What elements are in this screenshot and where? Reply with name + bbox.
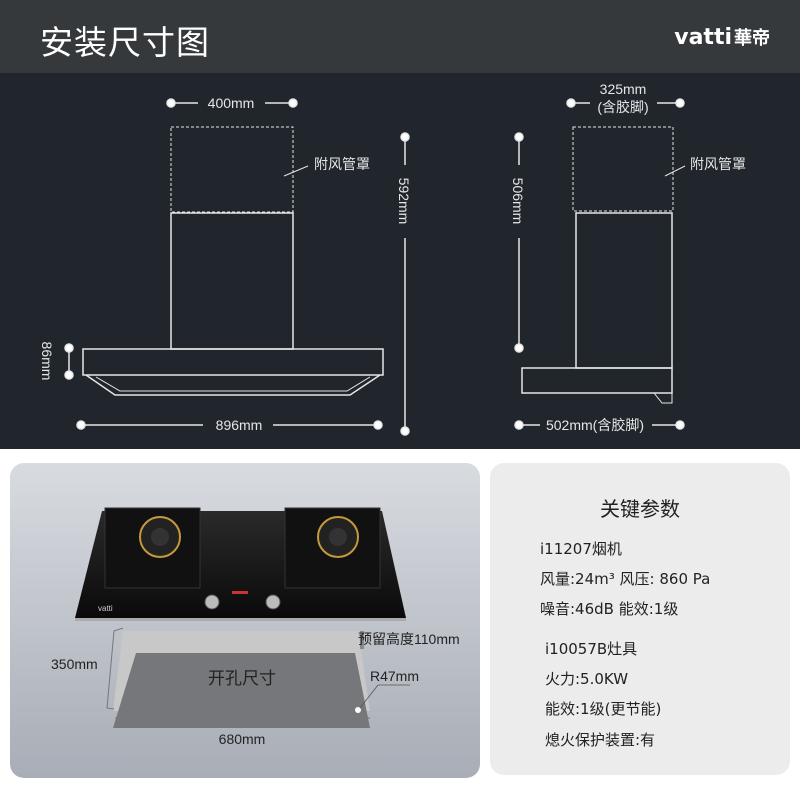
key-params-panel: 关键参数 i11207烟机 风量:24m³ 风压: 860 Pa 噪音:46dB… [490, 463, 790, 775]
display-indicator [232, 591, 248, 594]
params-title: 关键参数 [600, 497, 680, 521]
front-width-top-label: 400mm [208, 95, 255, 111]
front-hood-height-label: 86mm [39, 342, 55, 381]
logo-cn: 華帝 [734, 28, 770, 49]
cooktop-brand: vatti [98, 604, 113, 613]
side-view: 325mm (含胶脚) 附风管罩 506mm 502mm(含胶脚) [510, 81, 746, 433]
side-duct-label: 附风管罩 [690, 156, 746, 172]
side-height-label: 506mm [510, 178, 526, 225]
corner-radius-label: R47mm [370, 668, 419, 684]
cutout-label: 开孔尺寸 [208, 669, 276, 688]
cutout-diagram: 预留高度110mm 350mm 开孔尺寸 R47mm 680mm [51, 627, 460, 747]
dimension-diagram: 400mm 附风管罩 592mm 86mm 896mm 325mm (含胶脚) … [0, 73, 800, 449]
logo-text: vatti [674, 25, 732, 50]
front-height-label: 592mm [396, 178, 412, 225]
cutout-depth-label: 350mm [51, 656, 98, 672]
side-depth-top-label: 325mm [600, 81, 647, 97]
hood-spec-line: 噪音:46dB 能效:1级 [540, 600, 679, 618]
stove-spec-line: 能效:1级(更节能) [545, 700, 662, 718]
page-title: 安装尺寸图 [40, 23, 210, 62]
burner-right [284, 507, 381, 589]
side-depth-top-note: (含胶脚) [597, 99, 648, 115]
front-width-bottom-label: 896mm [216, 417, 263, 433]
knob-right [265, 594, 281, 610]
reserved-height-label: 预留高度110mm [358, 631, 460, 647]
stove-spec-line: 火力:5.0KW [545, 670, 629, 688]
stove-spec-line: 熄火保护装置:有 [545, 731, 656, 749]
front-duct-label: 附风管罩 [314, 156, 370, 172]
hood-model: i11207烟机 [540, 540, 622, 558]
cutout-width-label: 680mm [219, 731, 266, 747]
cooktop-panel: vatti 预留高度110mm 350mm 开孔尺寸 R47mm 680mm [10, 463, 480, 778]
knob-left [204, 594, 220, 610]
burner-left [104, 507, 201, 589]
front-view: 400mm 附风管罩 592mm 86mm 896mm [39, 95, 412, 436]
hood-spec-line: 风量:24m³ 风压: 860 Pa [540, 570, 711, 588]
side-depth-bottom-label: 502mm(含胶脚) [546, 417, 644, 433]
cooktop-image: vatti [75, 507, 406, 621]
stove-model: i10057B灶具 [545, 640, 638, 658]
